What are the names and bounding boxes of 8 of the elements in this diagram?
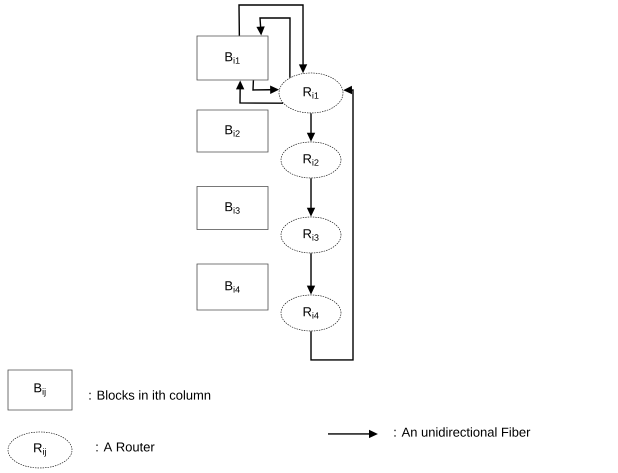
block-box: B$_{i2}$ xyxy=(196,110,268,152)
block-box: B$_{i4}$ xyxy=(196,264,268,310)
legend-text: : A Router xyxy=(96,442,154,452)
legend-text: : An unidirectional Fiber xyxy=(394,427,530,437)
block-box: B$_{i1}$ xyxy=(196,36,268,80)
block-box: B$_{ij}$ xyxy=(8,370,72,410)
legend-text: : Blocks in ith column xyxy=(89,390,210,400)
block-box: B$_{i3}$ xyxy=(196,186,268,230)
